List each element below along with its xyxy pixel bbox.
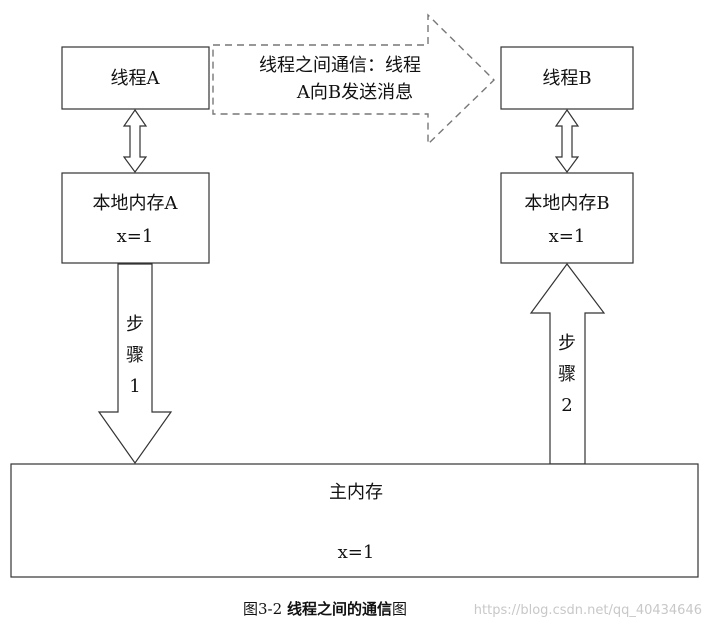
step1-arrow — [97, 263, 173, 465]
local-memory-a-value: x=1 — [117, 226, 154, 247]
watermark: https://blog.csdn.net/qq_40434646 — [474, 603, 702, 618]
message-arrow — [212, 13, 496, 146]
step2-text-line2: 骤 — [558, 364, 576, 385]
main-memory-box — [10, 463, 699, 578]
double-arrow-b — [554, 108, 580, 174]
caption-bold: 线程之间的通信 — [287, 600, 392, 618]
thread-b-box — [500, 46, 634, 110]
main-memory-value: x=1 — [338, 542, 375, 563]
caption-prefix: 图3-2 — [243, 600, 287, 618]
thread-a-box — [61, 46, 210, 110]
message-text-line2: A向B发送消息 — [296, 82, 413, 103]
message-text-line1: 线程之间通信：线程 — [259, 55, 421, 76]
main-memory-title: 主内存 — [329, 482, 383, 503]
step1-text-line1: 步 — [126, 314, 144, 335]
double-arrow-a — [122, 108, 148, 174]
caption-suffix: 图 — [392, 600, 407, 618]
figure-caption: 图3-2 线程之间的通信图 — [243, 600, 407, 618]
local-memory-a-title: 本地内存A — [93, 193, 179, 214]
step1-text-line2: 骤 — [126, 345, 144, 366]
thread-b-label: 线程B — [542, 68, 591, 89]
local-memory-b-value: x=1 — [549, 226, 586, 247]
step1-text-line3: 1 — [129, 376, 140, 397]
step2-text-line3: 2 — [561, 395, 572, 416]
local-memory-b-title: 本地内存B — [524, 193, 609, 214]
step2-text-line1: 步 — [558, 333, 576, 354]
local-memory-a-box — [61, 172, 210, 264]
local-memory-b-box — [500, 172, 634, 264]
thread-a-label: 线程A — [111, 68, 161, 89]
